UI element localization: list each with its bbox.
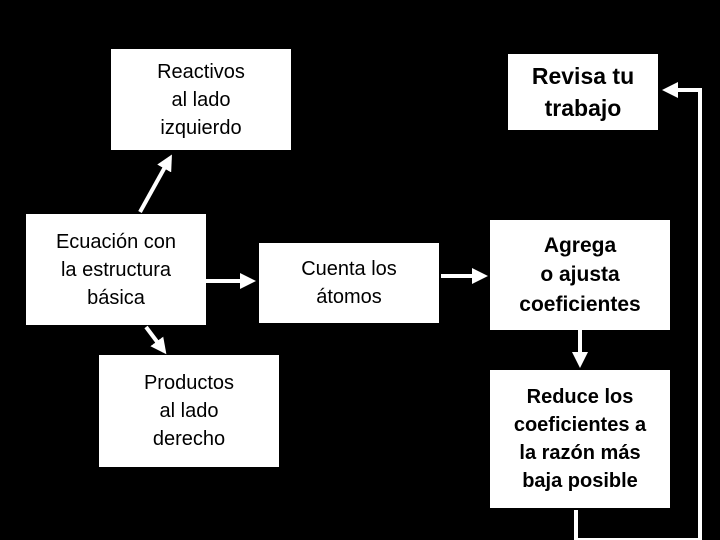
node-productos: Productos al lado derecho (99, 355, 279, 467)
node-agrega: Agrega o ajusta coeficientes (490, 220, 670, 330)
node-revisa: Revisa tu trabajo (508, 54, 658, 130)
node-reactivos-label: Reactivos al lado izquierdo (157, 60, 245, 139)
arrow-reduce-to-revisa (574, 82, 702, 540)
node-reduce-label: Reduce los coeficientes a la razón más b… (513, 386, 647, 492)
arrow-ecuacion-to-productos (144, 325, 167, 355)
node-agrega-label: Agrega o ajusta coeficientes (519, 233, 641, 316)
node-ecuacion-label: Ecuación con la estructura básica (55, 230, 177, 309)
node-cuenta-label: Cuenta los átomos (301, 258, 397, 308)
node-cuenta: Cuenta los átomos (259, 243, 439, 323)
arrow-ecuacion-to-reactivos (138, 154, 172, 213)
node-productos-label: Productos al lado derecho (143, 372, 235, 450)
node-revisa-label: Revisa tu trabajo (531, 62, 635, 121)
node-reduce: Reduce los coeficientes a la razón más b… (490, 370, 670, 508)
node-ecuacion: Ecuación con la estructura básica (26, 214, 206, 325)
node-reactivos: Reactivos al lado izquierdo (111, 49, 291, 150)
